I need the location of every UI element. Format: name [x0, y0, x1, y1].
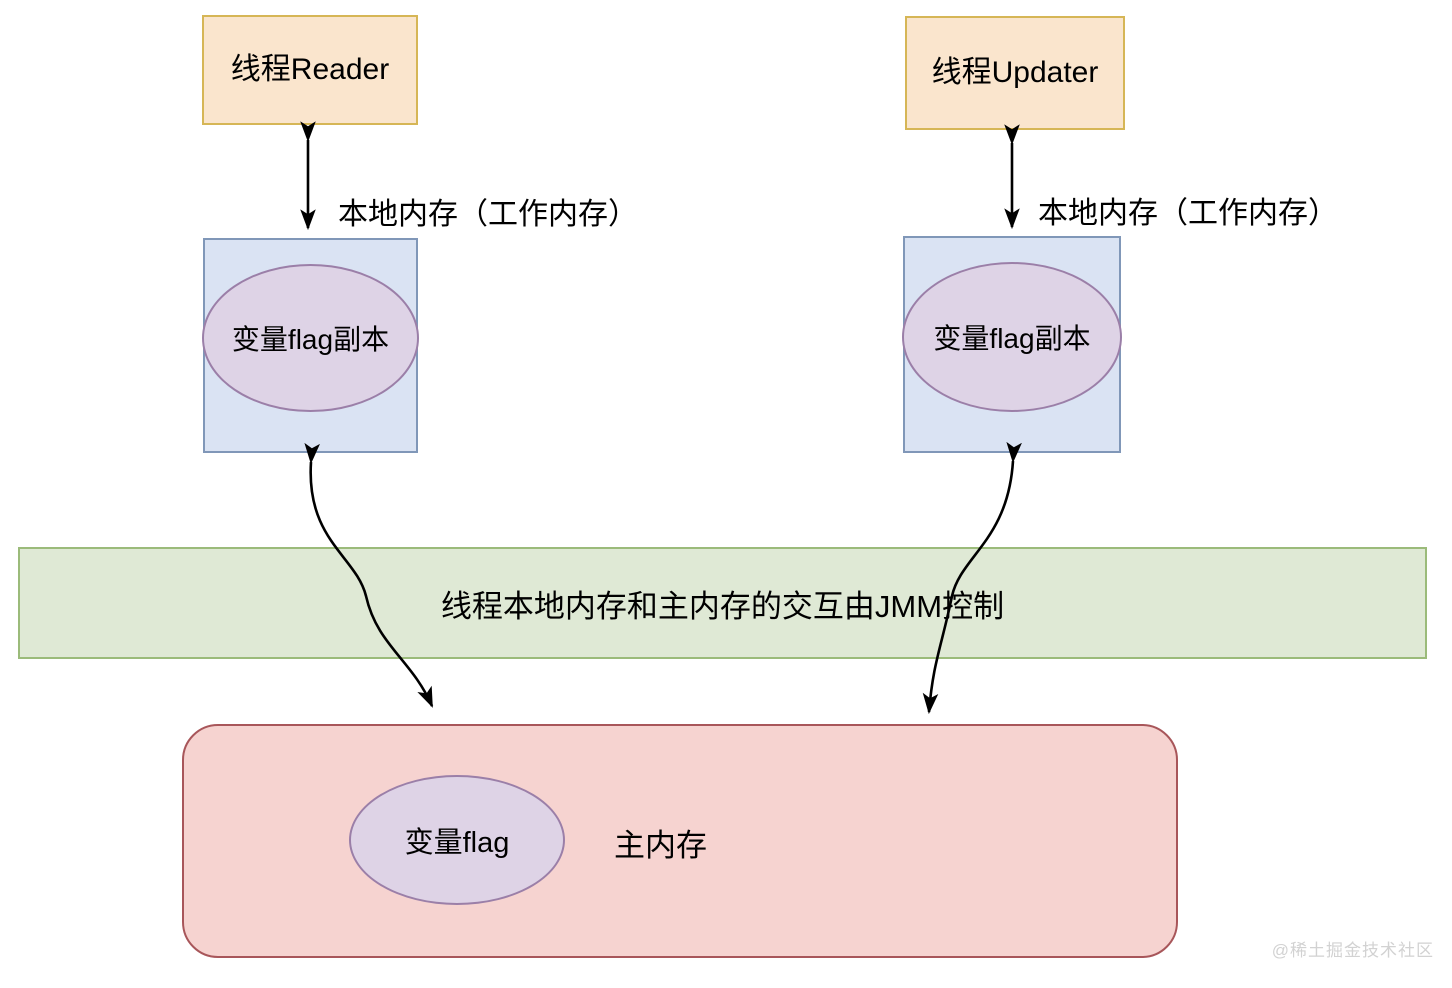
- flag-copy-label-left: 变量flag副本: [231, 324, 390, 355]
- main-memory-label: 主内存: [614, 828, 707, 863]
- thread-updater-box: 线程Updater: [905, 16, 1125, 130]
- flag-copy-ellipse-right: 变量flag副本: [902, 262, 1122, 412]
- thread-reader-box: 线程Reader: [202, 15, 418, 125]
- local-memory-caption-left: 本地内存（工作内存）: [338, 198, 638, 231]
- thread-updater-label: 线程Updater: [931, 56, 1099, 90]
- jmm-control-band: 线程本地内存和主内存的交互由JMM控制: [18, 547, 1427, 659]
- flag-copy-label-right: 变量flag副本: [933, 323, 1091, 354]
- main-memory-box: [182, 724, 1178, 958]
- flag-ellipse-main-memory: 变量flag: [349, 775, 565, 905]
- flag-copy-ellipse-left: 变量flag副本: [202, 264, 419, 412]
- flag-label-main-memory: 变量flag: [404, 827, 510, 859]
- watermark: @稀土掘金技术社区: [1271, 941, 1434, 960]
- local-memory-caption-right: 本地内存（工作内存）: [1038, 197, 1338, 230]
- thread-reader-label: 线程Reader: [230, 53, 390, 87]
- jmm-control-band-label: 线程本地内存和主内存的交互由JMM控制: [440, 588, 1005, 624]
